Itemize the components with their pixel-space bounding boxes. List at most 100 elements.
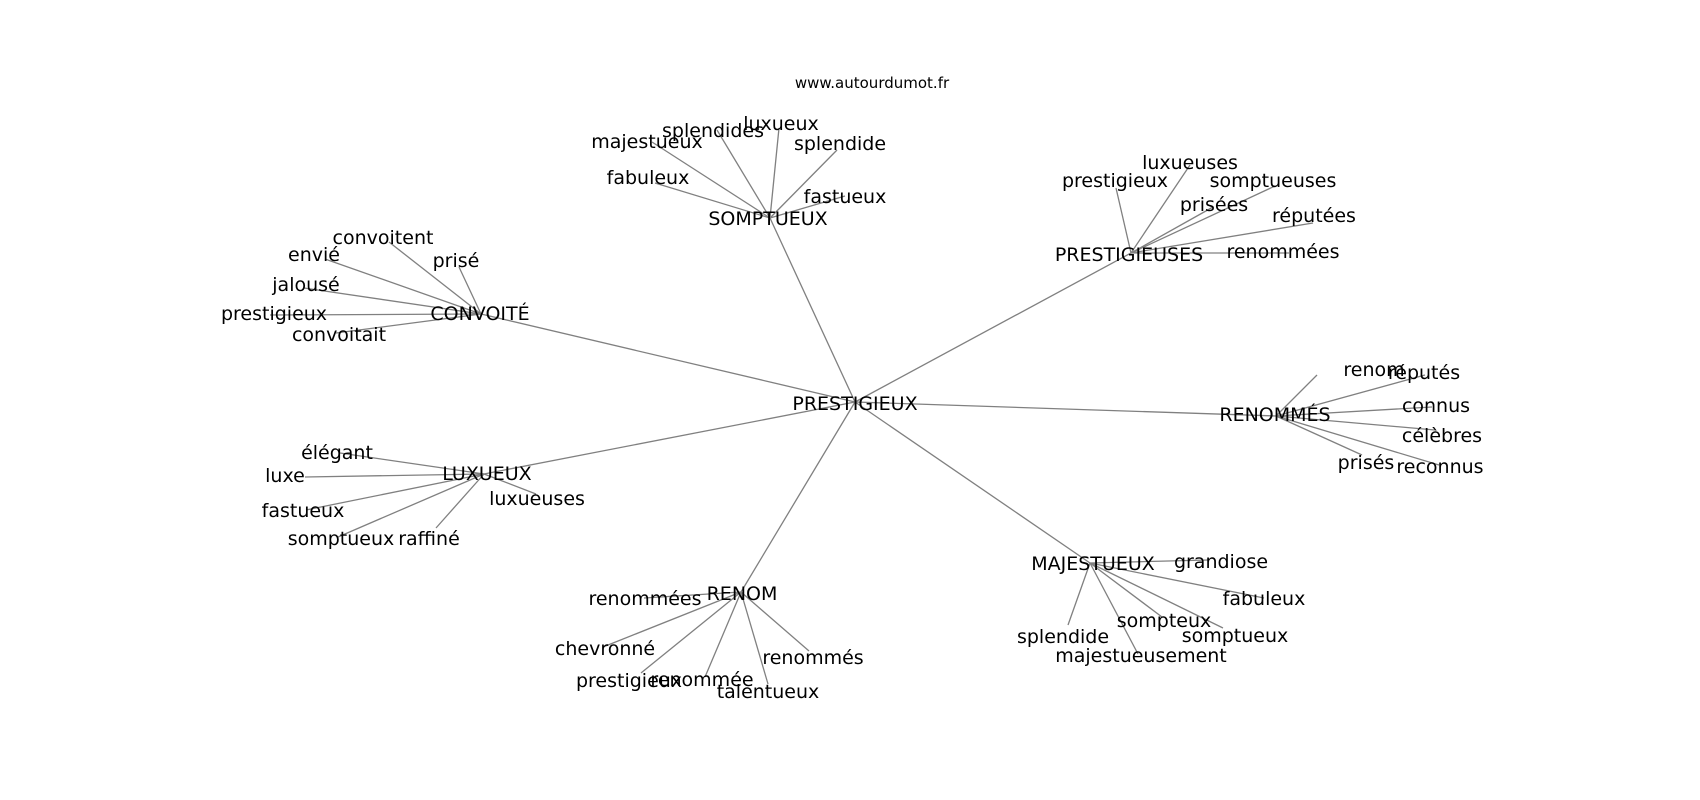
leaf-node-label[interactable]: luxe bbox=[265, 465, 305, 487]
leaf-node-label[interactable]: fastueux bbox=[804, 186, 887, 208]
edge-hub-to-leaf bbox=[1275, 415, 1440, 466]
edge-hub-to-leaf bbox=[1067, 562, 1091, 626]
edge-hub-to-leaf bbox=[1130, 206, 1214, 254]
leaf-node-label[interactable]: luxueuses bbox=[489, 488, 585, 510]
edge-root-to-hub bbox=[740, 401, 856, 593]
edge-hub-to-leaf bbox=[1089, 562, 1265, 599]
leaf-node-label[interactable]: réputés bbox=[1388, 362, 1460, 384]
leaf-node-label[interactable]: talentueux bbox=[717, 681, 820, 703]
edge-hub-to-leaf bbox=[640, 591, 742, 674]
leaf-node-label[interactable]: fabuleux bbox=[1223, 588, 1306, 610]
hub-node-label[interactable]: PRESTIGIEUSES bbox=[1055, 244, 1203, 266]
leaf-node-label[interactable]: élégant bbox=[301, 442, 373, 464]
leaf-node-label[interactable]: prestigieux bbox=[221, 303, 327, 325]
leaf-node-label[interactable]: sompteux bbox=[1117, 610, 1212, 632]
graph-labels: PRESTIGIEUXmajestueuxsplendidesluxueuxsp… bbox=[221, 113, 1484, 703]
edge-root-to-hub bbox=[769, 217, 856, 403]
edge-hub-to-leaf bbox=[1275, 374, 1426, 417]
leaf-node-label[interactable]: splendides bbox=[662, 120, 764, 142]
leaf-node-label[interactable]: connus bbox=[1402, 395, 1470, 417]
leaf-node-label[interactable]: prisés bbox=[1338, 452, 1395, 474]
edge-hub-to-leaf bbox=[716, 129, 771, 219]
edge-hub-to-leaf bbox=[305, 473, 485, 511]
edge-hub-to-leaf bbox=[335, 313, 482, 334]
hub-node-label[interactable]: RENOMMÉS bbox=[1219, 403, 1330, 426]
edge-root-to-hub bbox=[480, 313, 856, 403]
leaf-node-label[interactable]: prestigieux bbox=[576, 670, 682, 692]
hub-node-label[interactable]: MAJESTUEUX bbox=[1031, 553, 1155, 575]
leaf-node-label[interactable]: jalousé bbox=[271, 274, 339, 296]
leaf-node-label[interactable]: majestueusement bbox=[1055, 645, 1227, 667]
edge-hub-to-leaf bbox=[1089, 562, 1163, 618]
leaf-node-label[interactable]: somptueux bbox=[288, 528, 395, 550]
leaf-node-label[interactable]: luxueuses bbox=[1142, 152, 1238, 174]
graph-edges bbox=[269, 127, 1440, 685]
root-node-label[interactable]: PRESTIGIEUX bbox=[792, 393, 917, 415]
edge-hub-to-leaf bbox=[654, 182, 771, 219]
leaf-node-label[interactable]: grandiose bbox=[1174, 551, 1268, 573]
edge-root-to-hub bbox=[483, 401, 856, 475]
edge-hub-to-leaf bbox=[651, 141, 771, 219]
leaf-node-label[interactable]: renom bbox=[1343, 359, 1404, 381]
hub-node-label[interactable]: SOMPTUEUX bbox=[708, 208, 827, 230]
edge-hub-to-leaf bbox=[324, 258, 482, 315]
edge-hub-to-leaf bbox=[740, 591, 769, 685]
edge-hub-to-leaf bbox=[1275, 374, 1318, 417]
edge-hub-to-leaf bbox=[769, 149, 838, 219]
leaf-node-label[interactable]: prisées bbox=[1180, 194, 1248, 216]
edge-hub-to-leaf bbox=[1275, 406, 1433, 417]
leaf-node-label[interactable]: somptueux bbox=[1182, 625, 1289, 647]
edge-root-to-hub bbox=[854, 401, 1277, 417]
edge-hub-to-leaf bbox=[339, 452, 485, 475]
leaf-node-label[interactable]: célèbres bbox=[1402, 425, 1482, 447]
edge-hub-to-leaf bbox=[337, 473, 485, 538]
edge-hub-to-leaf bbox=[458, 266, 482, 315]
site-url[interactable]: www.autourdumot.fr bbox=[795, 74, 950, 92]
leaf-node-label[interactable]: prisé bbox=[433, 250, 480, 272]
hub-node-label[interactable]: LUXUEUX bbox=[442, 463, 531, 485]
edge-hub-to-leaf bbox=[704, 591, 742, 678]
leaf-node-label[interactable]: renommés bbox=[762, 647, 863, 669]
hub-node-label[interactable]: RENOM bbox=[707, 583, 778, 605]
edge-hub-to-leaf bbox=[435, 473, 485, 529]
edge-hub-to-leaf bbox=[1130, 164, 1191, 254]
edge-hub-to-leaf bbox=[769, 127, 780, 219]
edge-hub-to-leaf bbox=[643, 591, 742, 599]
edge-root-to-hub bbox=[854, 401, 1091, 564]
edge-hub-to-leaf bbox=[769, 195, 846, 219]
edge-hub-to-leaf bbox=[1130, 185, 1276, 254]
leaf-node-label[interactable]: chevronné bbox=[555, 638, 655, 660]
leaf-node-label[interactable]: majestueux bbox=[591, 131, 703, 153]
leaf-node-label[interactable]: somptueuses bbox=[1210, 170, 1337, 192]
leaf-node-label[interactable]: fastueux bbox=[262, 500, 345, 522]
edge-hub-to-leaf bbox=[602, 591, 742, 648]
leaf-node-label[interactable]: renommées bbox=[588, 588, 701, 610]
leaf-node-label[interactable]: fabuleux bbox=[607, 167, 690, 189]
leaf-node-label[interactable]: renommées bbox=[1226, 241, 1339, 263]
edge-hub-to-leaf bbox=[388, 241, 482, 315]
edge-hub-to-leaf bbox=[1089, 559, 1209, 564]
leaf-node-label[interactable]: réputées bbox=[1272, 205, 1356, 227]
edge-hub-to-leaf bbox=[740, 591, 810, 652]
edge-hub-to-leaf bbox=[304, 473, 485, 478]
hub-node-label[interactable]: CONVOITÉ bbox=[430, 302, 529, 325]
edge-hub-to-leaf bbox=[303, 287, 482, 315]
leaf-node-label[interactable]: luxueux bbox=[743, 113, 819, 135]
leaf-node-label[interactable]: raffiné bbox=[398, 528, 460, 550]
leaf-node-label[interactable]: convoitent bbox=[333, 227, 434, 249]
edge-hub-to-leaf bbox=[1089, 562, 1139, 655]
edge-hub-to-leaf bbox=[483, 473, 537, 495]
edge-hub-to-leaf bbox=[269, 313, 482, 316]
leaf-node-label[interactable]: convoitait bbox=[292, 324, 386, 346]
leaf-node-label[interactable]: prestigieux bbox=[1062, 170, 1168, 192]
edge-hub-to-leaf bbox=[1275, 415, 1363, 456]
edge-root-to-hub bbox=[854, 252, 1132, 403]
leaf-node-label[interactable]: envié bbox=[288, 244, 340, 266]
edge-hub-to-leaf bbox=[1275, 415, 1436, 431]
leaf-node-label[interactable]: splendide bbox=[1017, 626, 1109, 648]
leaf-node-label[interactable]: splendide bbox=[794, 133, 886, 155]
edge-hub-to-leaf bbox=[1130, 222, 1314, 254]
leaf-node-label[interactable]: renommée bbox=[650, 669, 753, 691]
leaf-node-label[interactable]: reconnus bbox=[1396, 456, 1483, 478]
